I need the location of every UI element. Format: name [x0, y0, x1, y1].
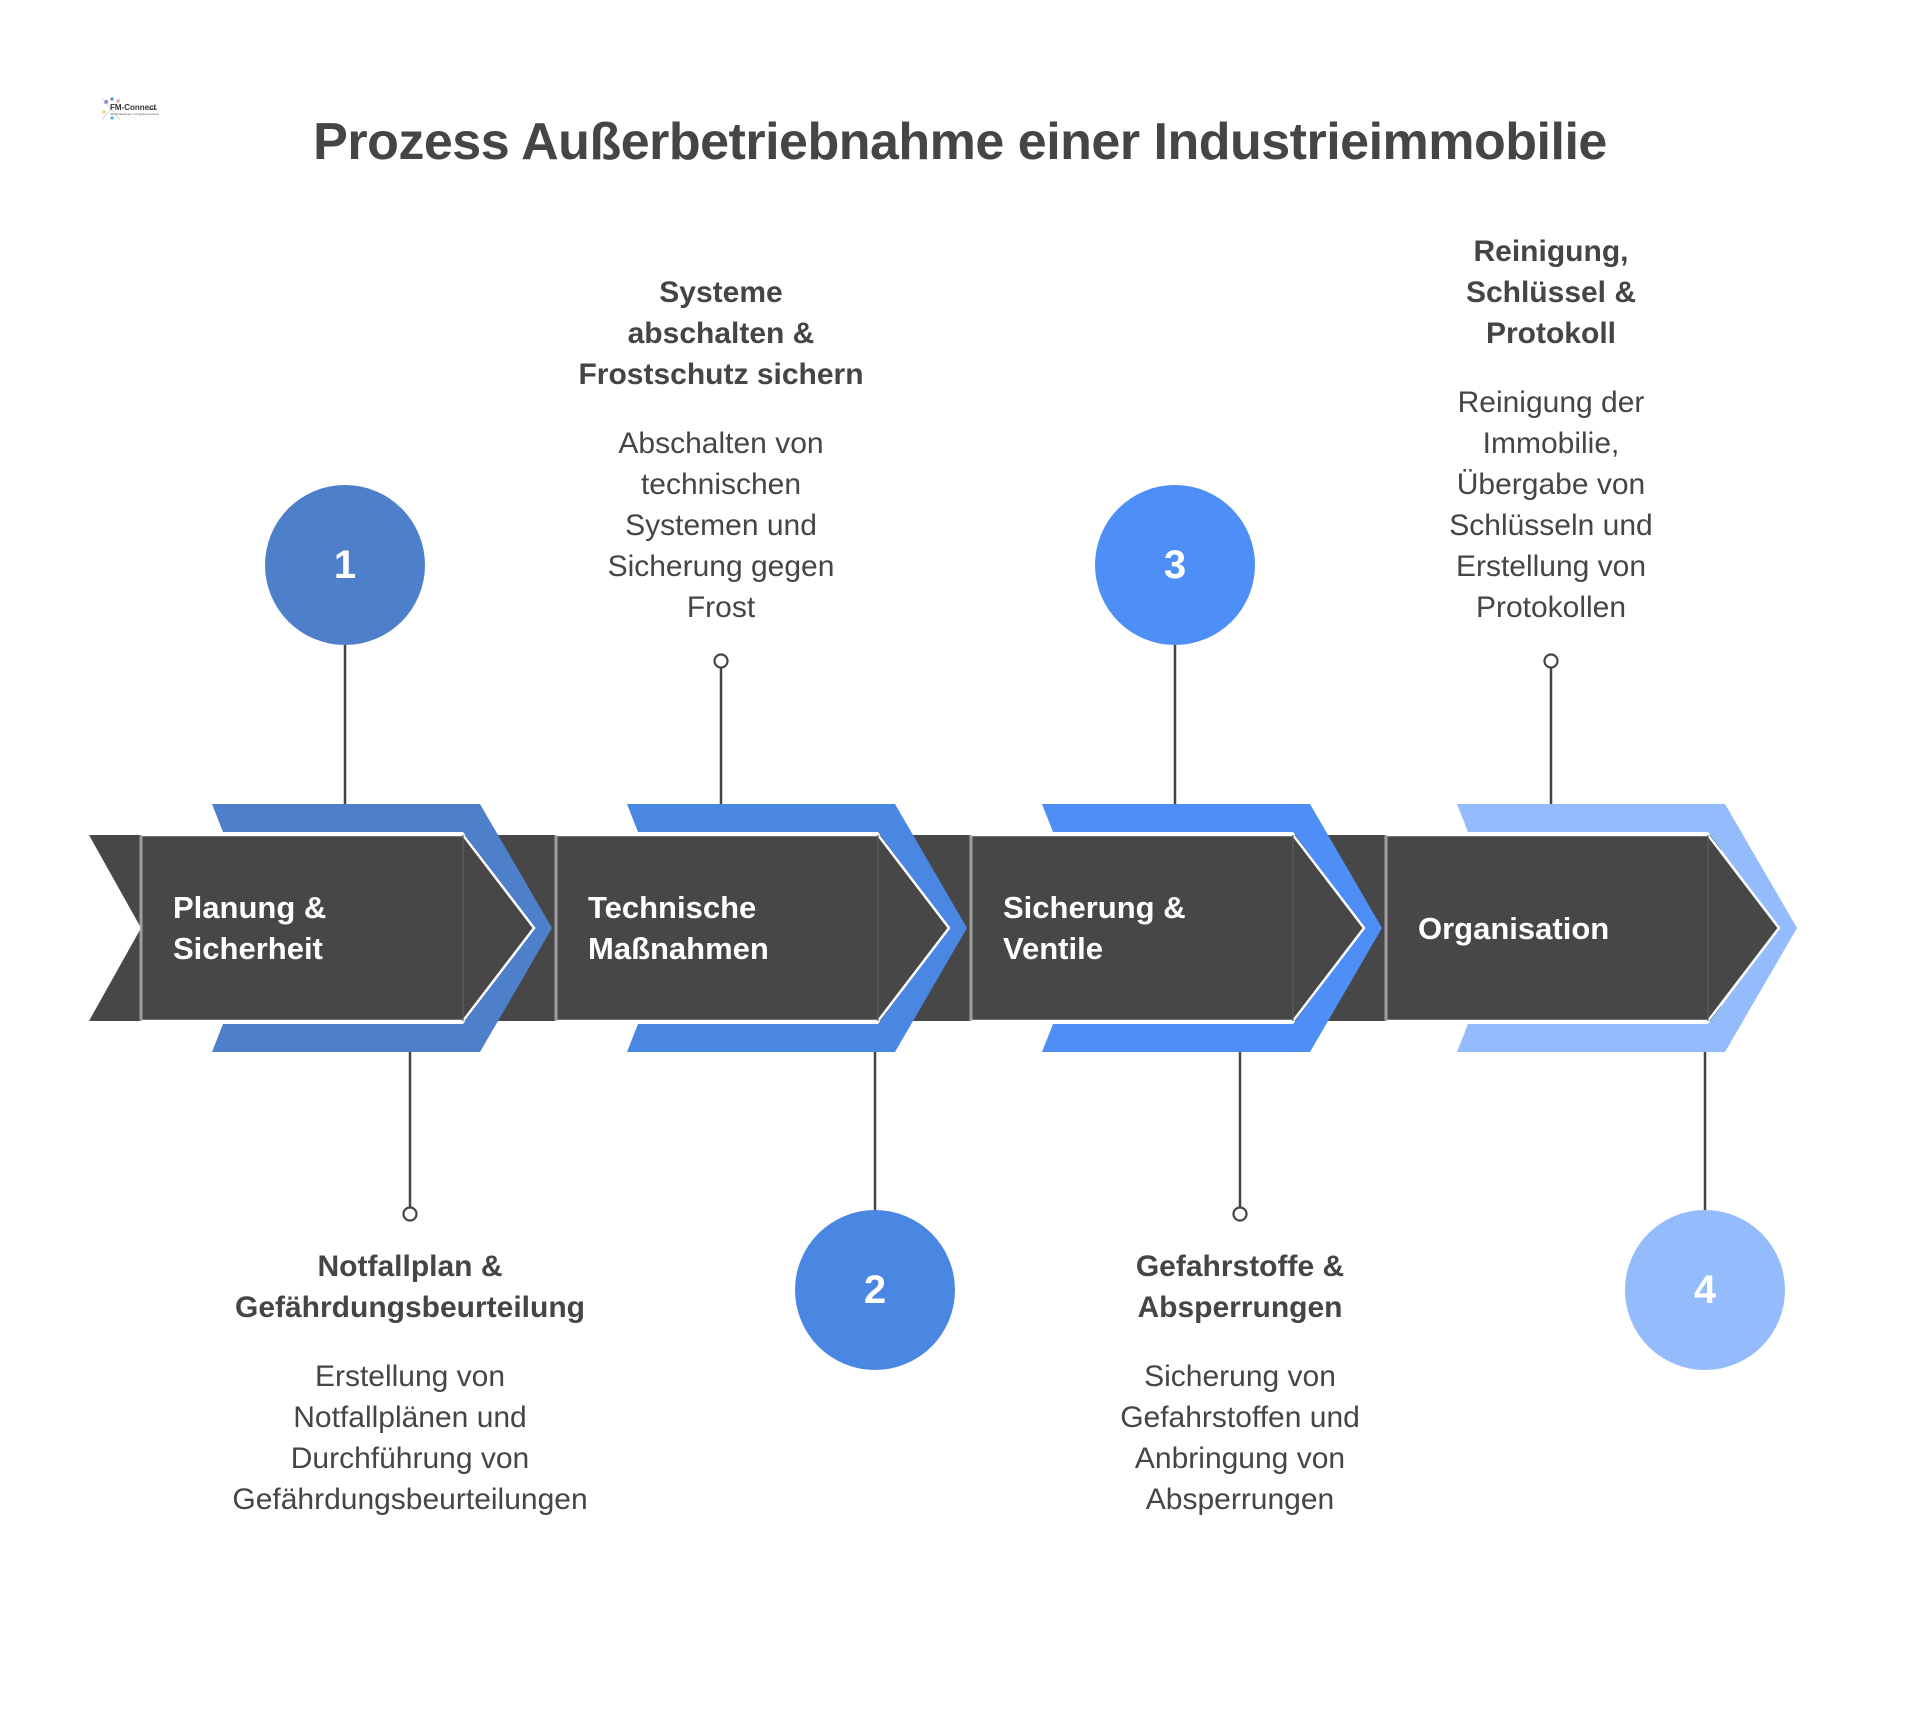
step-detail-2: Systeme abschalten & Frostschutz sichern… [511, 272, 931, 628]
fm-connect-logo: FM-Connect .com Das FM-Beratungs- und In… [98, 94, 162, 126]
step-detail-desc-3: Sicherung von Gefahrstoffen und Anbringu… [1120, 1360, 1360, 1516]
step-detail-title-4: Reinigung, Schlüssel & Protokoll [1465, 235, 1637, 350]
chevron-step-1 [212, 804, 552, 1052]
step-detail-title-1: Notfallplan & Gefährdungsbeurteilung [234, 1250, 585, 1324]
step-name-2: Technische Maßnahmen [588, 890, 769, 966]
chevron-step-3 [1042, 804, 1382, 1052]
step-number-badge-4: 4 [1625, 1210, 1785, 1370]
step-detail-desc-4: Reinigung der Immobilie, Übergabe von Sc… [1449, 386, 1653, 624]
step-detail-desc-2: Abschalten von technischen Systemen und … [607, 427, 835, 624]
step-name-3: Sicherung & Ventile [1003, 890, 1186, 966]
step-detail-title-3: Gefahrstoffe & Absperrungen [1135, 1250, 1345, 1324]
step-name-4: Organisation [1418, 910, 1610, 946]
step-number-badge-3: 3 [1095, 485, 1255, 645]
connector-dot-4 [1543, 653, 1559, 669]
chevron-step-2 [627, 804, 967, 1052]
chevron-step-4 [1457, 804, 1797, 1052]
svg-text:.com: .com [148, 106, 157, 111]
connector-dot-1 [402, 1206, 418, 1222]
step-number-badge-2: 2 [795, 1210, 955, 1370]
step-number-3: 3 [1163, 542, 1187, 587]
step-number-1: 1 [333, 542, 357, 587]
step-name-1: Planung & Sicherheit [173, 890, 327, 966]
step-number-4: 4 [1693, 1267, 1717, 1312]
connector-dot-3 [1232, 1206, 1248, 1222]
connector-dot-2 [713, 653, 729, 669]
step-detail-title-2: Systeme abschalten & Frostschutz sichern [578, 276, 864, 391]
page-title: Prozess Außerbetriebnahme einer Industri… [313, 113, 1607, 171]
step-number-2: 2 [863, 1267, 887, 1312]
logo-text: FM-Connect [110, 103, 157, 112]
svg-text:Das FM-Beratungs- und Ingenieu: Das FM-Beratungs- und Ingenieur-Netzwerk [110, 113, 160, 116]
step-number-badge-1: 1 [265, 485, 425, 645]
step-detail-desc-1: Erstellung von Notfallplänen und Durchfü… [232, 1360, 588, 1516]
